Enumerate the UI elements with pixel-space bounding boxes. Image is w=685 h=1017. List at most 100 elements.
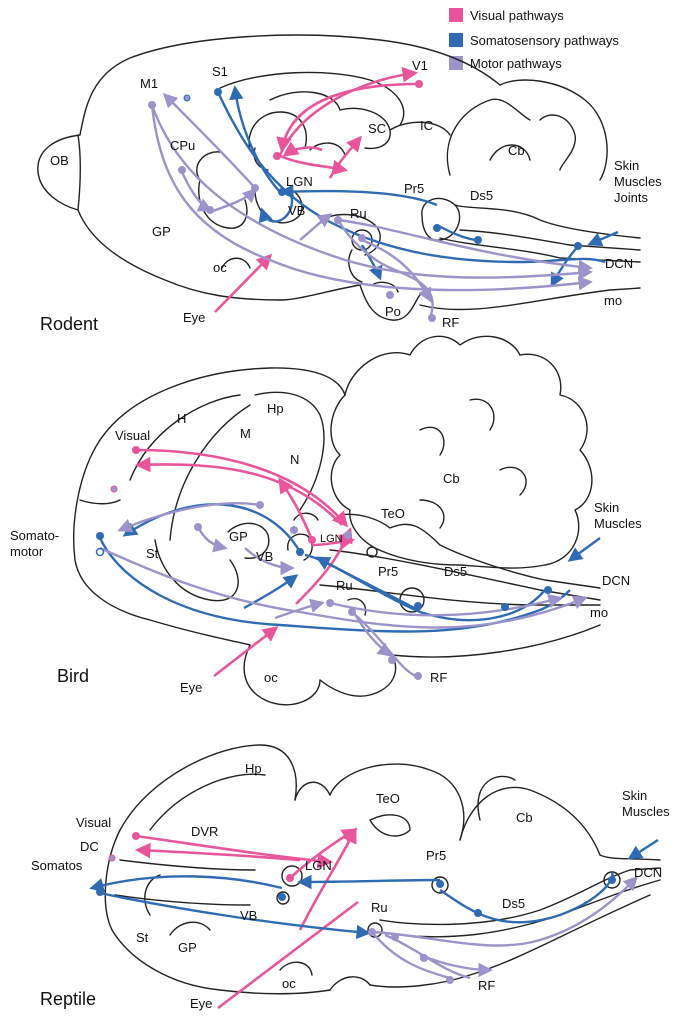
bird-somato-label-2: motor <box>10 544 44 559</box>
bird-n-label: N <box>290 452 299 467</box>
reptile-vb-node <box>278 893 286 901</box>
rodent-nodes <box>148 80 582 322</box>
bird-motor-pathway <box>352 612 416 676</box>
legend-visual-label: Visual pathways <box>470 8 564 23</box>
bird-m-label: M <box>240 426 251 441</box>
reptile-title: Reptile <box>40 989 96 1009</box>
legend-visual-swatch <box>449 8 463 22</box>
rodent-ru-label: Ru <box>350 206 367 221</box>
reptile-lgn-node <box>286 874 294 882</box>
rodent-visual-pathway <box>282 84 418 150</box>
bird-h-label: H <box>177 411 186 426</box>
rodent-muscles-label: Muscles <box>614 174 662 189</box>
rodent-cb-label: Cb <box>508 143 525 158</box>
rodent-labels: OB M1 S1 V1 CPu SC IC Cb LGN VB Pr5 Ds5 … <box>40 58 662 334</box>
legend-somatosensory-label: Somatosensory pathways <box>470 33 619 48</box>
bird-title: Bird <box>57 666 89 686</box>
reptile-labels: Hp TeO Cb Visual DVR DC LGN Somatos VB P… <box>31 761 670 1011</box>
reptile-ds5-label: Ds5 <box>502 896 525 911</box>
rodent-brain-outline <box>38 35 640 320</box>
rodent-rf-label: RF <box>442 315 459 330</box>
rodent-m1b-node <box>184 95 190 101</box>
rodent-dcn-node <box>574 242 582 250</box>
bird-oc-label: oc <box>264 670 278 685</box>
bird-visual-pathways <box>136 450 352 676</box>
reptile-ru-node <box>368 928 376 936</box>
reptile-ru2-node <box>391 933 399 941</box>
reptile-eye-label: Eye <box>190 996 212 1011</box>
bird-somatomotor2-node <box>97 549 104 556</box>
reptile-skin-label: Skin <box>622 788 647 803</box>
bird-visual-node <box>132 446 140 454</box>
rodent-skin-label: Skin <box>614 158 639 173</box>
reptile-dcn-node <box>608 876 616 884</box>
rodent-oc-label: oc <box>213 260 227 275</box>
bird-mo-label: mo <box>590 605 608 620</box>
rodent-ru-node <box>334 216 342 224</box>
bird-ru2-node <box>348 608 356 616</box>
bird-hp-label: Hp <box>267 401 284 416</box>
reptile-vb-label: VB <box>240 908 257 923</box>
bird-motor-pathway <box>198 527 225 548</box>
bird-gp3-node <box>344 531 352 539</box>
rodent-gp2-node <box>251 184 259 192</box>
bird-visual-label: Visual <box>115 428 150 443</box>
bird-lgn-label: LGN <box>320 533 343 545</box>
bird-ru-label: Ru <box>336 578 353 593</box>
rodent-mo-label: mo <box>604 293 622 308</box>
reptile-brain-outline <box>105 745 660 994</box>
reptile-pr5-node <box>436 880 444 888</box>
reptile-dc-label: DC <box>80 839 99 854</box>
rodent-ds5-label: Ds5 <box>470 188 493 203</box>
reptile-motor-pathway <box>372 878 636 946</box>
bird-st-label: St <box>146 546 159 561</box>
reptile-muscles-label: Muscles <box>622 804 670 819</box>
reptile-gp-label: GP <box>178 940 197 955</box>
bird-cb-label: Cb <box>443 471 460 486</box>
bird-pr5-node <box>414 602 422 610</box>
rodent-gp-label: GP <box>152 224 171 239</box>
rodent-cpu-node <box>178 166 186 174</box>
reptile-somatos-label: Somatos <box>31 858 83 873</box>
rodent-m1-node <box>148 101 156 109</box>
bird-rf2-node <box>414 672 422 680</box>
bird-lgn-node <box>308 536 316 544</box>
rodent-motor-pathway <box>210 190 255 212</box>
bird-vb-label: VB <box>256 549 273 564</box>
reptile-lgn-label: LGN <box>305 858 332 873</box>
rodent-rf-node <box>428 314 436 322</box>
rodent-ic-label: IC <box>420 118 433 133</box>
bird-pr5-label: Pr5 <box>378 564 398 579</box>
reptile-visual-node <box>132 832 140 840</box>
reptile-visual-pathway <box>300 830 355 930</box>
rodent-joints-label: Joints <box>614 190 648 205</box>
rodent-ru2-node <box>358 234 366 242</box>
legend-somatosensory-swatch <box>449 33 463 47</box>
bird-gp-label: GP <box>229 529 248 544</box>
reptile-dcn-label: DCN <box>634 865 662 880</box>
legend: Visual pathways Somatosensory pathways M… <box>449 8 619 71</box>
rodent-ds5-node <box>474 236 482 244</box>
reptile-somatosensory-pathways <box>92 840 658 933</box>
reptile-rf2-node <box>446 976 454 984</box>
rodent-v1-node <box>415 80 423 88</box>
reptile-somatosensory-pathway <box>630 840 658 858</box>
reptile-visual-pathway <box>136 836 330 862</box>
rodent-lgn-label: LGN <box>286 174 313 189</box>
reptile-visual-label: Visual <box>76 815 111 830</box>
bird-dcn-label: DCN <box>602 573 630 588</box>
rodent-dcn-label: DCN <box>605 256 633 271</box>
reptile-st-label: St <box>136 930 149 945</box>
bird-somatosensory-pathway <box>125 504 300 552</box>
reptile-somatosensory-pathway <box>300 880 440 882</box>
bird-rf-node <box>388 656 396 664</box>
reptile-rf-label: RF <box>478 978 495 993</box>
rodent-cpu-label: CPu <box>170 138 195 153</box>
bird-rf-label: RF <box>430 670 447 685</box>
rodent-ob-label: OB <box>50 153 69 168</box>
reptile-rf-node <box>420 954 428 962</box>
reptile-teo-label: TeO <box>376 791 400 806</box>
bird-muscles-label: Muscles <box>594 516 642 531</box>
rodent-eye-label: Eye <box>183 310 205 325</box>
